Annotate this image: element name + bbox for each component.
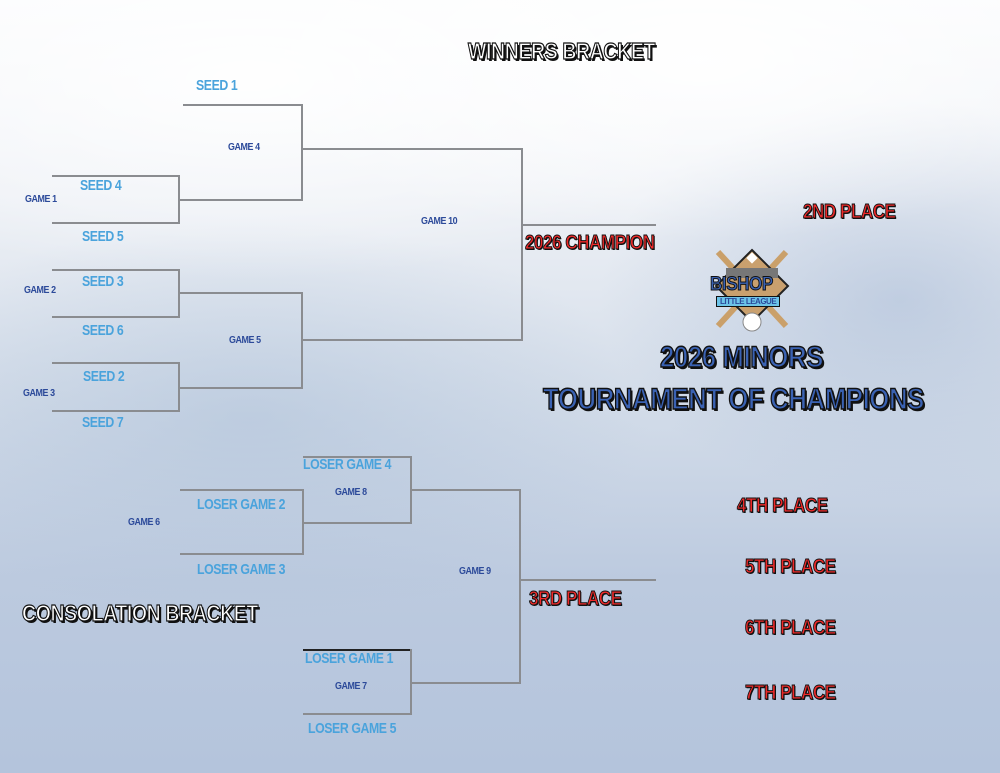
second-place-label: 2ND PLACE [803, 201, 897, 224]
sixth-place-label: 6TH PLACE [745, 617, 837, 640]
game-4-label: GAME 4 [228, 141, 260, 153]
fifth-place-label: 5TH PLACE [745, 556, 837, 579]
consolation-bracket-title: CONSOLATION BRACKET [21, 599, 258, 626]
game-1-label: GAME 1 [25, 193, 57, 205]
loser-game-1: LOSER GAME 1 [305, 650, 394, 667]
event-title-line1: 2026 MINORS [659, 340, 824, 375]
seed-7: SEED 7 [82, 414, 124, 431]
game-9-label: GAME 9 [459, 565, 491, 577]
seed-1: SEED 1 [196, 77, 238, 94]
logo-subtext: LITTLE LEAGUE [716, 296, 781, 307]
game-6-label: GAME 6 [128, 516, 160, 528]
seed-4: SEED 4 [80, 177, 122, 194]
event-title-line2: TOURNAMENT OF CHAMPIONS [542, 382, 925, 417]
loser-game-4: LOSER GAME 4 [303, 456, 392, 473]
winners-bracket-title: WINNERS BRACKET [467, 37, 655, 64]
game-8-label: GAME 8 [335, 486, 367, 498]
seventh-place-label: 7TH PLACE [745, 682, 837, 705]
seed-2: SEED 2 [83, 368, 125, 385]
game-3-label: GAME 3 [23, 387, 55, 399]
seed-3: SEED 3 [82, 273, 124, 290]
champion-label: 2026 CHAMPION [525, 232, 656, 255]
game-5-label: GAME 5 [229, 334, 261, 346]
game-2-label: GAME 2 [24, 284, 56, 296]
loser-game-3: LOSER GAME 3 [197, 561, 286, 578]
loser-game-5: LOSER GAME 5 [308, 720, 397, 737]
game-7-label: GAME 7 [335, 680, 367, 692]
game-10-label: GAME 10 [421, 215, 458, 227]
loser-game-2: LOSER GAME 2 [197, 496, 286, 513]
seed-6: SEED 6 [82, 322, 124, 339]
bishop-little-league-logo: BISHOP LITTLE LEAGUE [706, 246, 798, 332]
fourth-place-label: 4TH PLACE [737, 495, 829, 518]
seed-5: SEED 5 [82, 228, 124, 245]
third-place-label: 3RD PLACE [529, 588, 623, 611]
logo-text: BISHOP [710, 274, 774, 296]
